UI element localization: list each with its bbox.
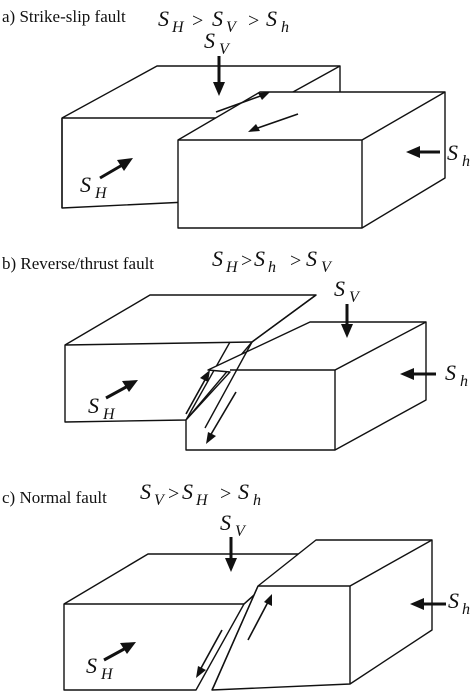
panel-strike-slip: a) Strike-slip fault S H > S V > S h	[2, 6, 470, 229]
svg-text:S: S	[220, 510, 231, 535]
svg-text:V: V	[321, 259, 333, 276]
svg-text:>: >	[168, 483, 179, 505]
sv-label-a: S V	[204, 28, 231, 58]
relation-reverse: S H > S h > S V	[212, 246, 333, 276]
svg-text:S: S	[448, 588, 459, 613]
sh-big-label-b: S H	[88, 393, 116, 423]
svg-text:S: S	[204, 28, 215, 53]
svg-text:V: V	[219, 41, 231, 58]
caption-strike-slip: a) Strike-slip fault	[2, 7, 126, 26]
svg-text:H: H	[102, 406, 116, 423]
sh-big-label-a: S H	[80, 172, 108, 202]
svg-text:S: S	[447, 140, 458, 165]
sv-label-c: S V	[220, 510, 247, 540]
svg-text:h: h	[462, 601, 470, 618]
svg-text:S: S	[88, 393, 99, 418]
svg-text:h: h	[460, 373, 468, 390]
svg-text:h: h	[268, 259, 276, 276]
svg-text:H: H	[195, 492, 209, 509]
panel-reverse-thrust: b) Reverse/thrust fault S H > S h > S V	[2, 246, 468, 451]
sv-label-b: S V	[334, 276, 361, 306]
svg-text:>: >	[290, 250, 301, 272]
sh-small-label-a: S h	[447, 140, 470, 170]
svg-text:h: h	[253, 492, 261, 509]
svg-text:H: H	[94, 185, 108, 202]
svg-text:>: >	[220, 483, 231, 505]
svg-text:S: S	[212, 246, 223, 271]
slip-arrows-thrust	[185, 370, 237, 444]
svg-text:>: >	[241, 250, 252, 272]
svg-text:S: S	[445, 360, 456, 385]
svg-text:S: S	[306, 246, 317, 271]
block-footwall-b	[185, 321, 427, 451]
slip-arrows-strike	[215, 92, 299, 132]
svg-text:S: S	[86, 653, 97, 678]
svg-text:S: S	[266, 6, 277, 31]
sv-arrow-b	[341, 304, 353, 338]
svg-text:S: S	[212, 6, 223, 31]
svg-text:V: V	[235, 523, 247, 540]
sv-arrow-c	[225, 537, 237, 572]
svg-text:S: S	[254, 246, 265, 271]
svg-text:h: h	[462, 153, 470, 170]
svg-text:>: >	[248, 10, 259, 32]
svg-text:V: V	[349, 289, 361, 306]
sh-small-arrow-b	[400, 368, 436, 380]
svg-text:>: >	[192, 10, 203, 32]
sh-big-label-c: S H	[86, 653, 114, 683]
svg-text:H: H	[225, 259, 239, 276]
panel-normal: c) Normal fault S V > S H > S h	[2, 479, 470, 691]
svg-text:V: V	[154, 492, 166, 509]
svg-text:S: S	[158, 6, 169, 31]
block-footwall-c	[211, 539, 433, 691]
sv-arrow-a	[213, 56, 225, 96]
sh-big-arrow-b	[105, 380, 138, 400]
svg-text:S: S	[140, 479, 151, 504]
svg-text:S: S	[334, 276, 345, 301]
sh-big-arrow-a	[99, 158, 133, 180]
svg-text:h: h	[281, 19, 289, 36]
svg-text:H: H	[171, 19, 185, 36]
svg-text:S: S	[238, 479, 249, 504]
svg-text:S: S	[80, 172, 91, 197]
caption-reverse-thrust: b) Reverse/thrust fault	[2, 254, 154, 273]
caption-normal: c) Normal fault	[2, 488, 107, 507]
relation-normal: S V > S H > S h	[140, 479, 261, 509]
relation-strike-slip: S H > S V > S h	[158, 6, 289, 36]
slip-arrows-normal	[196, 594, 272, 678]
sh-big-arrow-c	[103, 642, 136, 662]
block-right	[177, 91, 446, 229]
svg-text:S: S	[182, 479, 193, 504]
sh-small-label-b: S h	[445, 360, 468, 390]
svg-text:H: H	[100, 666, 114, 683]
sh-small-arrow-c	[410, 598, 446, 610]
sh-small-arrow-a	[406, 146, 440, 158]
sh-small-label-c: S h	[448, 588, 470, 618]
svg-text:V: V	[226, 19, 238, 36]
